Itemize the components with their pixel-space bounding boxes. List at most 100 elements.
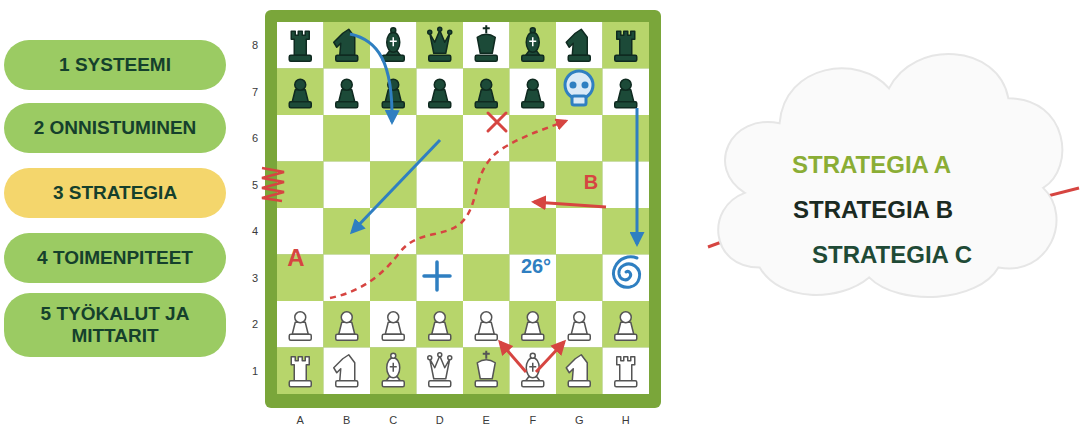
step-label: 5 TYÖKALUT JA MITTARIT [16, 303, 214, 347]
rank-number: 8 [252, 39, 258, 51]
bishop-cross [390, 363, 397, 372]
file-letter: D [436, 414, 444, 426]
king-body [477, 34, 495, 53]
piece-base [475, 55, 497, 61]
skull-eye [582, 82, 589, 89]
board-square [603, 22, 650, 69]
bishop-top [391, 353, 396, 358]
board-square [324, 69, 371, 116]
queen-tip [438, 27, 442, 31]
chess-piece [615, 312, 637, 341]
piece-base [568, 55, 590, 61]
chess-piece [289, 312, 311, 341]
pawn-body [339, 322, 355, 334]
piece-base [382, 381, 404, 387]
piece-base [336, 381, 358, 387]
chess-piece [382, 28, 404, 62]
knight-body [566, 355, 587, 381]
pawn-body [618, 90, 634, 102]
bishop-cross [529, 37, 536, 46]
file-letter: B [343, 414, 350, 426]
step-label: 1 SYSTEEMI [59, 54, 171, 76]
board-square [324, 348, 371, 395]
rook-body [617, 31, 635, 55]
pawn-body [292, 322, 308, 334]
board-square [417, 255, 464, 302]
chess-piece [429, 312, 451, 341]
chess-piece [566, 29, 590, 61]
board-square [324, 162, 371, 209]
step-pill: 4 TOIMENPITEET [4, 233, 226, 283]
rank-number: 1 [252, 365, 258, 377]
plus-symbol [424, 262, 450, 290]
queen-tip [428, 30, 432, 34]
board-square [370, 255, 417, 302]
chess-piece [615, 79, 637, 108]
pawn-head [295, 312, 306, 323]
bishop-top [530, 353, 535, 358]
file-letter: C [389, 414, 397, 426]
pawn-body [571, 322, 587, 334]
strategy-marker: B [584, 171, 598, 194]
board-square [463, 22, 510, 69]
step-label: 2 ONNISTUMINEN [34, 117, 197, 139]
chess-piece [382, 353, 404, 387]
strategy-option: STRATEGIA B [793, 196, 953, 224]
board-square [370, 348, 417, 395]
chess-piece [382, 312, 404, 341]
king-body [477, 360, 495, 379]
board-square [556, 69, 603, 116]
cross-mark [488, 113, 506, 131]
piece-base [429, 102, 451, 108]
strategy-marker: A [287, 244, 304, 272]
board-square [463, 208, 510, 255]
chess-piece [428, 353, 452, 387]
board-square [510, 301, 557, 348]
file-letter: G [575, 414, 584, 426]
strategy-option: STRATEGIA C [812, 241, 972, 269]
strategy-cloud: STRATEGIA A STRATEGIA B STRATEGIA C [700, 18, 1078, 308]
piece-base [522, 102, 544, 108]
board-square [603, 69, 650, 116]
piece-base [475, 102, 497, 108]
pawn-body [478, 322, 494, 334]
board-square [556, 301, 603, 348]
rook-body [291, 31, 309, 55]
board-square [510, 255, 557, 302]
rank-number: 5 [252, 179, 258, 191]
chess-piece [475, 79, 497, 108]
board-square [556, 22, 603, 69]
bishop-cross [390, 37, 397, 46]
rank-number: 3 [252, 272, 258, 284]
pawn-body [339, 90, 355, 102]
queen-tip [438, 353, 442, 357]
pawn-body [432, 90, 448, 102]
board-square [603, 162, 650, 209]
chess-piece [429, 79, 451, 108]
strategy-option: STRATEGIA A [792, 151, 951, 179]
skull-symbol [565, 71, 593, 105]
board-square [370, 208, 417, 255]
chess-piece [522, 28, 544, 62]
board-square [556, 162, 603, 209]
piece-base [336, 102, 358, 108]
board-square [510, 208, 557, 255]
piece-base [289, 102, 311, 108]
board-square [556, 208, 603, 255]
queen-body [430, 30, 450, 53]
rank-number: 4 [252, 225, 258, 237]
chess-piece [289, 79, 311, 108]
pawn-head [527, 79, 538, 90]
piece-base [429, 381, 451, 387]
board-square [324, 22, 371, 69]
pawn-head [341, 312, 352, 323]
board-square [510, 115, 557, 162]
red-arrow [534, 202, 606, 207]
step-pill: 5 TYÖKALUT JA MITTARIT [4, 293, 226, 357]
chess-piece [615, 31, 637, 61]
board-square [603, 348, 650, 395]
piece-base [336, 55, 358, 61]
bishop-body [526, 358, 539, 378]
board-square [510, 348, 557, 395]
